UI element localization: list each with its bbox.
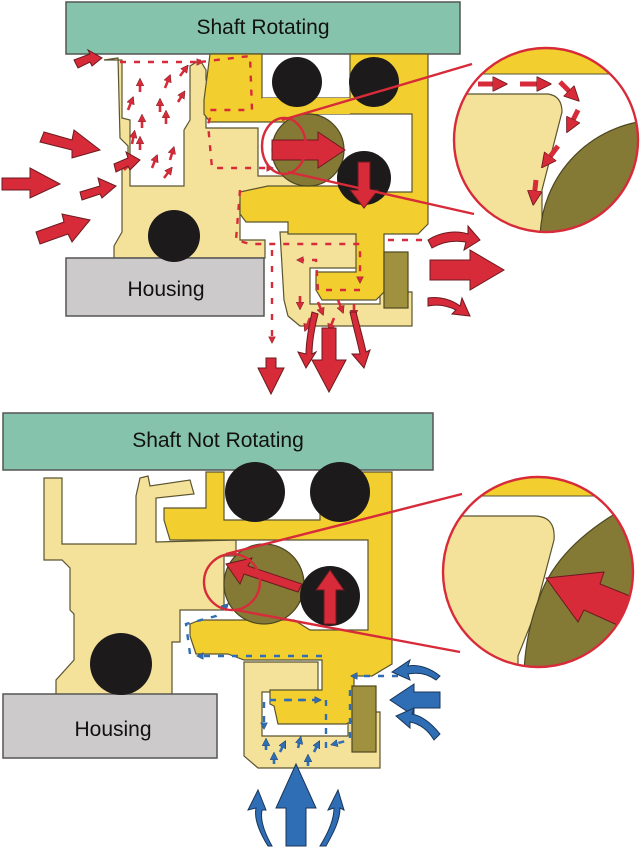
deflector: [383, 251, 409, 309]
o-ring: [148, 210, 200, 262]
o-ring: [225, 462, 285, 522]
shaft-label: Shaft Not Rotating: [132, 429, 304, 452]
detail-callout: [260, 46, 640, 234]
housing-label: Housing: [74, 718, 151, 741]
pressure-flow-path: [184, 606, 398, 748]
panel-shaft-not-rotating: Shaft Not Rotating Housing: [2, 412, 635, 847]
o-ring: [310, 462, 370, 522]
housing-label: Housing: [127, 278, 204, 301]
shaft: Shaft Rotating: [65, 1, 461, 55]
rotor: [163, 471, 393, 725]
housing: Housing: [65, 257, 265, 317]
contaminant-particles: [123, 68, 354, 328]
deflector: [351, 685, 377, 753]
magnified-gap-closing: [443, 477, 633, 667]
shaft-label: Shaft Rotating: [196, 16, 329, 39]
housing: Housing: [2, 693, 218, 759]
external-pressure-arrows: [247, 658, 441, 847]
stator-lower-lip: [243, 661, 381, 769]
o-ring: [349, 57, 399, 107]
o-ring: [272, 57, 322, 107]
shaft: Shaft Not Rotating: [2, 412, 434, 471]
panel-shaft-rotating: Shaft Rotating Housing: [1, 1, 640, 396]
radial-force-arrows: [225, 557, 345, 625]
detail-callout: [202, 475, 635, 669]
radial-force-arrows: [271, 131, 380, 209]
pressure-particles: [266, 740, 318, 766]
o-ring: [90, 633, 152, 695]
external-contaminant-arrows: [1, 48, 505, 396]
stator: [103, 57, 301, 259]
